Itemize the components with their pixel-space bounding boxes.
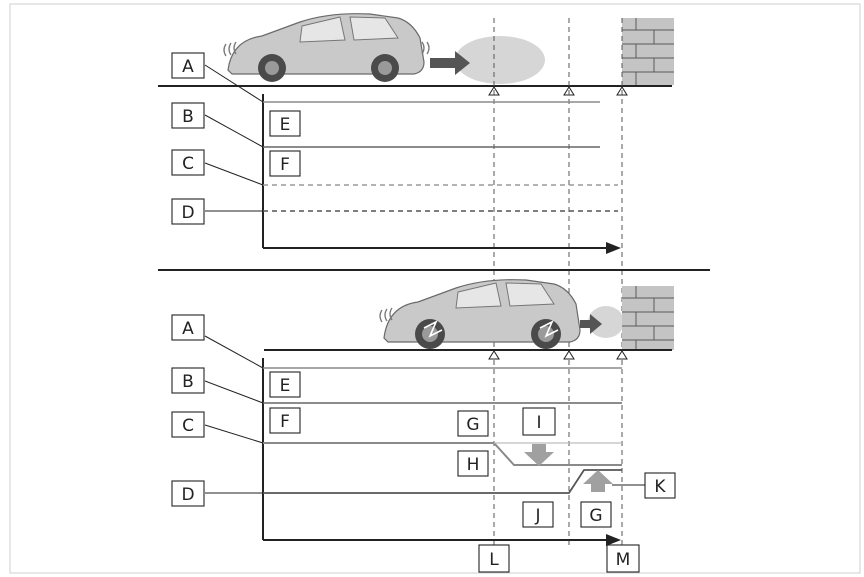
svg-text:A: A: [182, 57, 194, 77]
svg-text:G: G: [589, 506, 602, 526]
svg-text:F: F: [280, 412, 290, 432]
svg-text:M: M: [616, 550, 631, 570]
sensor-triangle-icon: [488, 86, 628, 96]
label-e-bottom: E: [269, 371, 301, 398]
svg-text:E: E: [280, 115, 291, 135]
label-b-bottom: B: [171, 367, 205, 394]
brick-wall-icon: [622, 286, 674, 350]
svg-text:B: B: [182, 372, 194, 392]
label-a-bottom: A: [171, 314, 205, 341]
headlight-beam-icon: [588, 306, 624, 338]
decrease-arrow-icon: [524, 444, 554, 466]
label-d-bottom: D: [171, 480, 205, 507]
label-f-bottom: F: [269, 407, 301, 434]
sensor-triangle-icon: [488, 350, 628, 360]
label-g-upper: G: [457, 410, 489, 437]
label-i: I: [522, 407, 556, 436]
svg-text:F: F: [280, 155, 290, 175]
svg-text:A: A: [182, 319, 194, 339]
svg-text:H: H: [467, 455, 480, 475]
svg-text:J: J: [534, 506, 540, 526]
travel-arrow-icon: [430, 51, 470, 75]
suv-car-braking-icon: [379, 279, 581, 349]
signal-d-bottom: [263, 469, 622, 494]
leader-a-bottom: [204, 335, 264, 369]
headlight-beam-icon: [455, 36, 545, 84]
label-d-top: D: [171, 198, 205, 225]
svg-text:E: E: [280, 376, 291, 396]
label-b-top: B: [171, 102, 205, 129]
label-l: L: [478, 544, 510, 573]
svg-text:I: I: [536, 413, 541, 433]
leader-a-top: [204, 64, 264, 103]
label-j: J: [522, 501, 554, 528]
svg-text:G: G: [466, 415, 479, 435]
svg-text:B: B: [182, 107, 194, 127]
svg-text:D: D: [181, 203, 194, 223]
leader-b-bottom: [204, 380, 264, 404]
suv-car-icon: [223, 13, 430, 82]
svg-text:D: D: [181, 485, 194, 505]
brick-wall-icon: [622, 18, 674, 85]
leader-c-top: [204, 162, 264, 186]
travel-arrow-icon: [580, 314, 602, 334]
leader-b-top: [204, 114, 264, 148]
label-g-lower: G: [580, 501, 612, 528]
x-axis-arrow-top: [606, 242, 621, 254]
svg-text:L: L: [489, 550, 499, 570]
svg-text:C: C: [182, 154, 194, 174]
leader-c-bottom: [204, 424, 264, 444]
label-m: M: [606, 544, 640, 573]
x-axis-arrow-bottom: [606, 534, 621, 546]
increase-arrow-icon: [583, 470, 613, 492]
label-e-top: E: [269, 110, 301, 137]
label-c-top: C: [171, 149, 205, 176]
svg-text:C: C: [182, 416, 194, 436]
label-h: H: [457, 450, 489, 477]
label-c-bottom: C: [171, 411, 205, 438]
frame: [9, 3, 861, 574]
label-a-top: A: [171, 52, 205, 79]
svg-text:K: K: [654, 477, 666, 497]
label-f-top: F: [269, 150, 301, 177]
signal-c-bottom: [263, 442, 622, 466]
label-k: K: [644, 472, 676, 499]
